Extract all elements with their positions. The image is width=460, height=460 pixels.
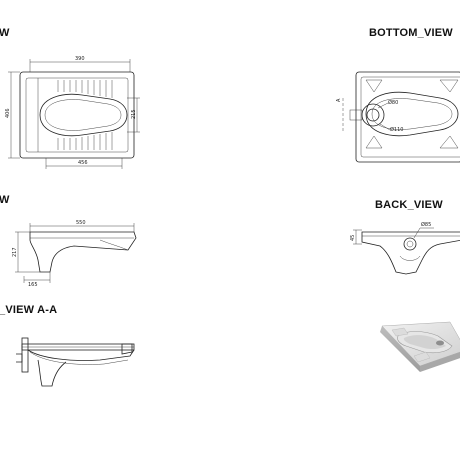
section-view-title: _VIEW A-A bbox=[0, 304, 58, 316]
side-height-dim: 217 bbox=[12, 247, 18, 257]
back-height-dim: 45 bbox=[350, 235, 356, 241]
back-view-drawing: 45 Ø85 bbox=[350, 221, 460, 275]
side-view-title: W bbox=[0, 194, 10, 206]
side-small-dim: 165 bbox=[28, 282, 38, 288]
back-view-title: BACK_VIEW bbox=[375, 199, 443, 211]
top-view-title: W bbox=[0, 27, 10, 39]
section-view-drawing bbox=[16, 337, 135, 387]
back-diameter-dim: Ø85 bbox=[421, 221, 431, 228]
top-width-dim: 390 bbox=[75, 56, 85, 62]
bottom-section-mark: A bbox=[336, 98, 342, 102]
side-length-dim: 550 bbox=[76, 220, 86, 226]
side-view-drawing: 550 217 165 bbox=[12, 220, 137, 288]
bottom-view-drawing: A Ø80 Ø110 bbox=[336, 71, 460, 163]
bottom-view-title: BOTTOM_VIEW bbox=[369, 27, 453, 39]
product-render-image bbox=[380, 321, 460, 372]
top-height-dim: 406 bbox=[5, 108, 11, 118]
top-inner-dim: 456 bbox=[78, 160, 88, 166]
top-view-drawing: 390 406 215 456 bbox=[5, 56, 140, 169]
top-right-dim: 215 bbox=[131, 109, 137, 119]
bottom-d2-dim: Ø110 bbox=[390, 126, 403, 133]
bottom-d1-dim: Ø80 bbox=[388, 99, 398, 106]
